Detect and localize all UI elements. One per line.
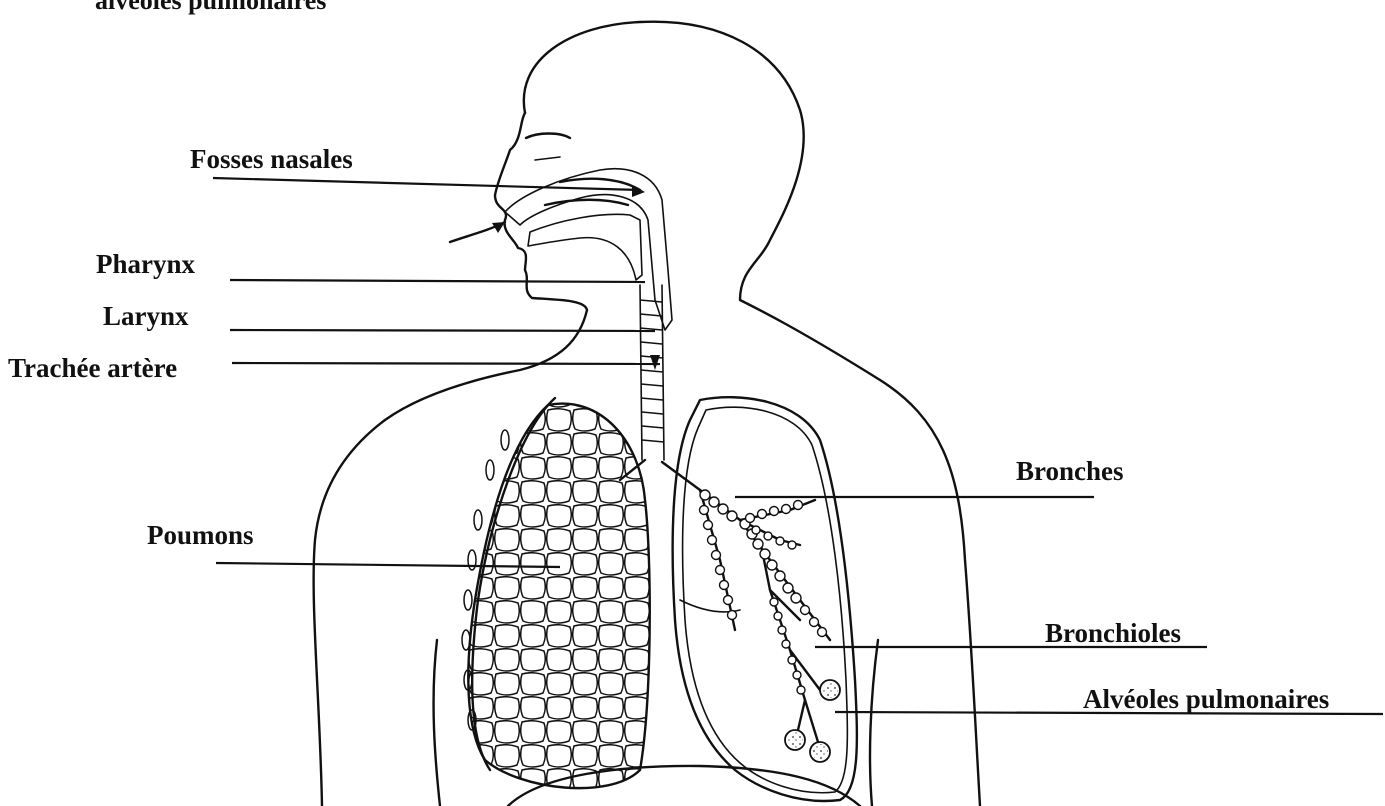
bronchial-tree <box>620 460 840 762</box>
airway <box>450 169 672 330</box>
trachea <box>640 285 664 460</box>
right-lung <box>673 397 857 801</box>
left-lung <box>460 398 660 800</box>
leader-lines <box>213 178 1383 714</box>
